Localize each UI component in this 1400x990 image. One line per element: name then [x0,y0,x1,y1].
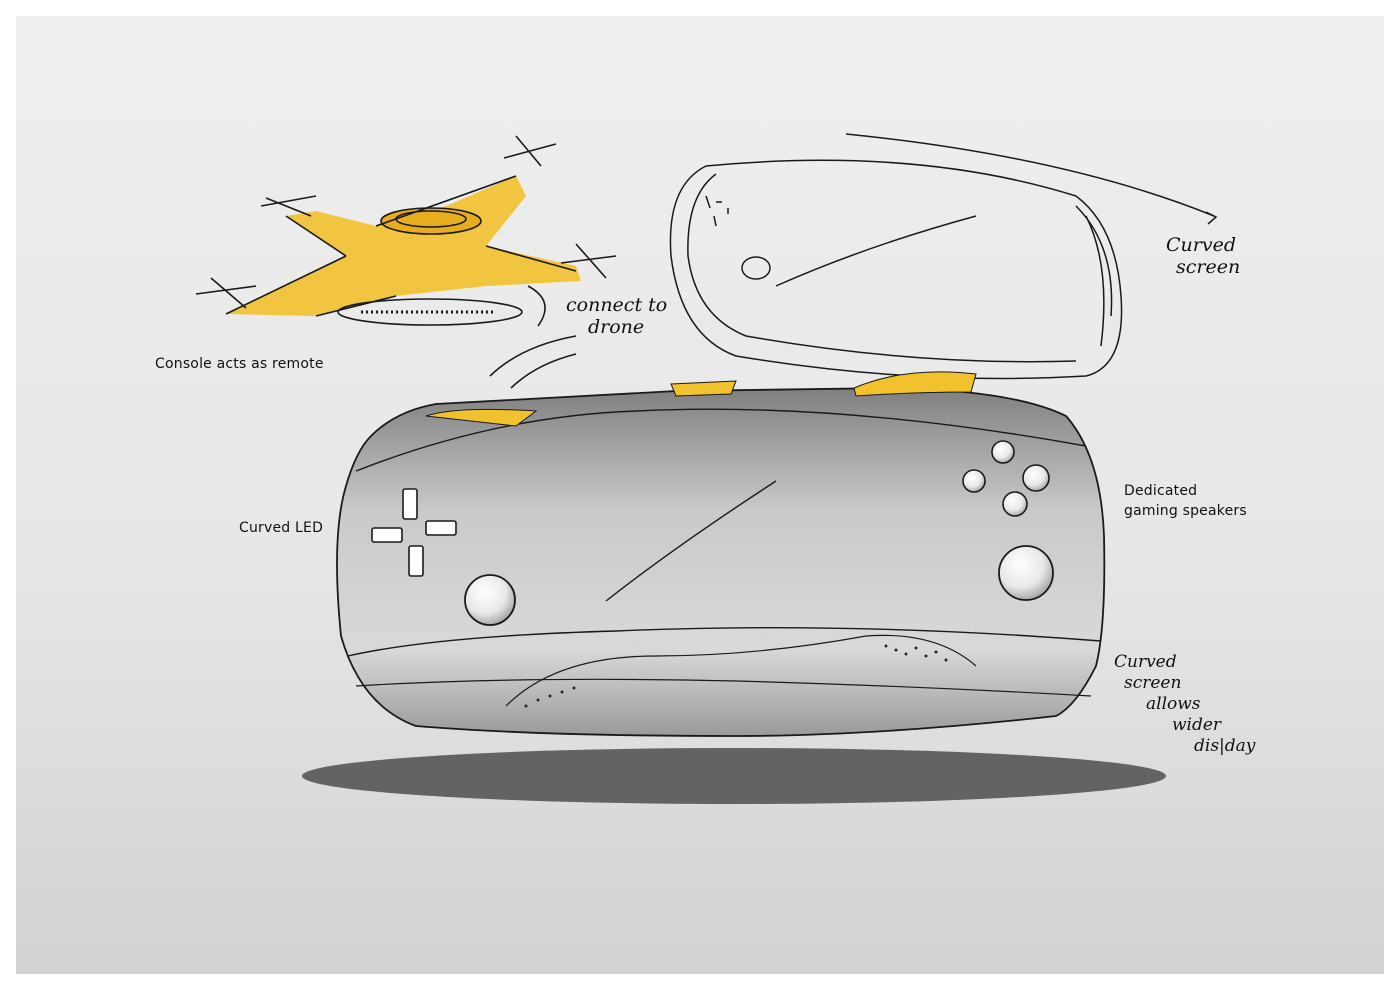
handwritten-wider-display: Curved screen allows wider dis|day [1114,652,1255,757]
right-thumbstick [998,545,1054,601]
sketch-sheet: Console acts as remote Curved LED Dedica… [16,16,1384,974]
speaker-grill [524,644,948,708]
curved-screen-sketch [669,133,1218,380]
handwritten-connect-line1: connect to [566,294,668,316]
handwritten-curved-screen: Curved screen [1166,234,1240,278]
handwritten-curved-screen-line2: screen [1176,256,1241,278]
annotation-speakers-line1: Dedicated [1124,483,1198,499]
annotation-console-remote: Console acts as remote [155,356,324,372]
handwritten-wider-line3: allows [1146,694,1201,714]
annotation-speakers-line2: gaming speakers [1124,503,1247,519]
annotation-speakers: Dedicated gaming speakers [1124,481,1247,521]
face-buttons [962,440,1050,517]
handwritten-curved-screen-line1: Curved [1166,234,1236,256]
console-sketch [302,371,1166,804]
left-thumbstick [464,574,516,626]
handwritten-wider-line2: screen [1124,673,1182,693]
handwritten-wider-line5: dis|day [1194,736,1256,756]
dpad [371,488,457,577]
annotation-curved-led: Curved LED [239,520,324,536]
handwritten-connect-line2: drone [588,316,645,338]
drone-sketch [195,135,617,389]
console-shadow [302,748,1166,804]
handwritten-connect-to-drone: connect to drone [566,294,667,338]
sketch-artwork [195,133,1218,804]
handwritten-wider-line4: wider [1172,715,1222,735]
handwritten-wider-line1: Curved [1114,652,1177,672]
